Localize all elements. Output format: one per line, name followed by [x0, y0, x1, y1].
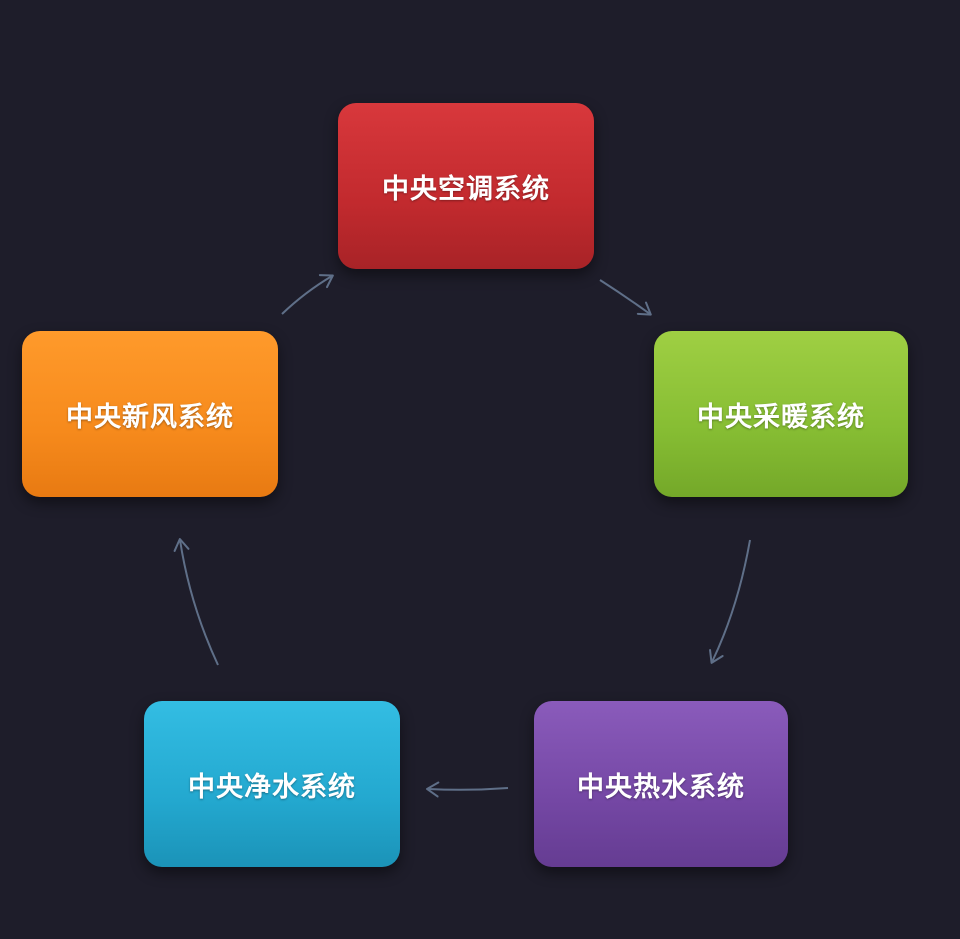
arrow-freshair-to-ac	[281, 274, 334, 315]
arrow-ac-to-heating	[599, 279, 652, 316]
arrow-purewater-to-freshair	[173, 538, 219, 666]
node-label: 中央空调系统	[382, 173, 550, 205]
node-central-hot-water[interactable]: 中央热水系统	[534, 701, 788, 867]
node-label: 中央净水系统	[188, 771, 356, 803]
node-label: 中央热水系统	[577, 771, 745, 803]
node-central-air-conditioning[interactable]: 中央空调系统	[338, 103, 594, 269]
node-label: 中央采暖系统	[697, 401, 865, 433]
arrow-heating-to-hotwater	[709, 539, 751, 664]
arrow-hotwater-to-purewater	[426, 781, 509, 798]
node-central-heating[interactable]: 中央采暖系统	[654, 331, 908, 497]
node-central-water-purification[interactable]: 中央净水系统	[144, 701, 400, 867]
node-central-fresh-air[interactable]: 中央新风系统	[22, 331, 278, 497]
node-label: 中央新风系统	[66, 401, 234, 433]
